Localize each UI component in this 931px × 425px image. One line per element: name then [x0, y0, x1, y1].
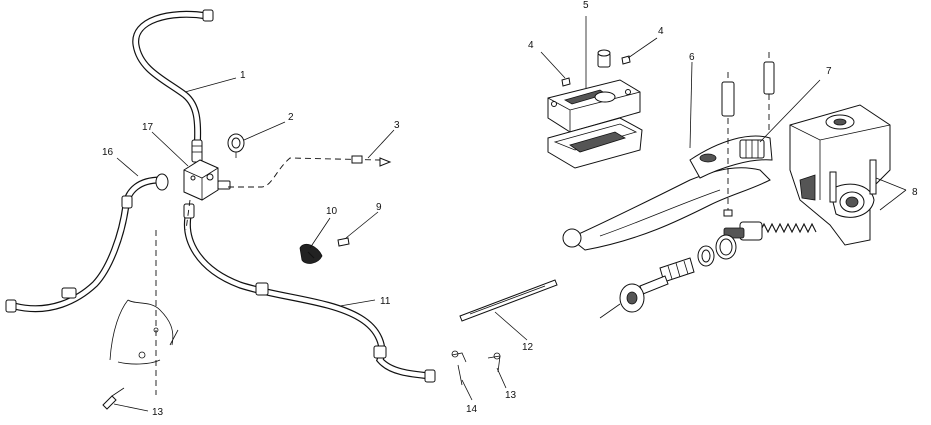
- brake-light-switch: [739, 139, 765, 159]
- callout-7: 7: [826, 66, 832, 77]
- brake-hose-upper: [132, 9, 214, 163]
- callout-17: 17: [142, 122, 154, 133]
- pivot-pin: [721, 72, 735, 217]
- callout-9: 9: [376, 202, 382, 213]
- piston-seal: [697, 245, 715, 267]
- cotter-pin: [451, 350, 467, 386]
- diaphragm: [547, 117, 643, 169]
- bolt: [102, 387, 125, 410]
- callout-10: 10: [326, 206, 338, 217]
- brake-lever: [562, 135, 773, 251]
- master-cylinder-body: [789, 104, 891, 246]
- callout-13-left: 13: [152, 407, 164, 418]
- clamp-bolt-right: [869, 159, 877, 195]
- clamp-bolt-left: [829, 171, 837, 203]
- callout-1: 1: [240, 70, 246, 81]
- callout-16: 16: [102, 147, 114, 158]
- callout-8: 8: [912, 187, 918, 198]
- mounting-pin: [763, 52, 775, 130]
- callout-13-right: 13: [505, 390, 517, 401]
- retaining-clip: [487, 352, 501, 373]
- callout-3: 3: [394, 120, 400, 131]
- callout-5: 5: [583, 0, 589, 11]
- piston: [715, 221, 763, 260]
- brake-line-fitting: [351, 155, 392, 167]
- callout-4-left: 4: [528, 40, 534, 51]
- brake-hose-left: [5, 173, 169, 313]
- push-rod: [619, 275, 669, 313]
- junction-block: [183, 159, 231, 201]
- brake-hose-lower: [183, 203, 436, 383]
- piston-spring: [759, 222, 817, 234]
- master-cylinder-cover: [547, 79, 641, 133]
- banjo-fitting: [227, 133, 245, 158]
- mounting-bracket: [109, 299, 179, 365]
- callout-2: 2: [288, 112, 294, 123]
- clip-screw: [337, 237, 350, 247]
- callout-6: 6: [689, 52, 695, 63]
- callout-4-right: 4: [658, 26, 664, 37]
- callout-11: 11: [380, 296, 391, 307]
- callout-14: 14: [466, 404, 478, 415]
- cover-screw-left: [561, 77, 571, 87]
- callout-12: 12: [522, 342, 534, 353]
- hose-clip: [299, 243, 323, 264]
- adjuster-rod: [459, 279, 558, 322]
- reservoir-cap: [597, 49, 611, 68]
